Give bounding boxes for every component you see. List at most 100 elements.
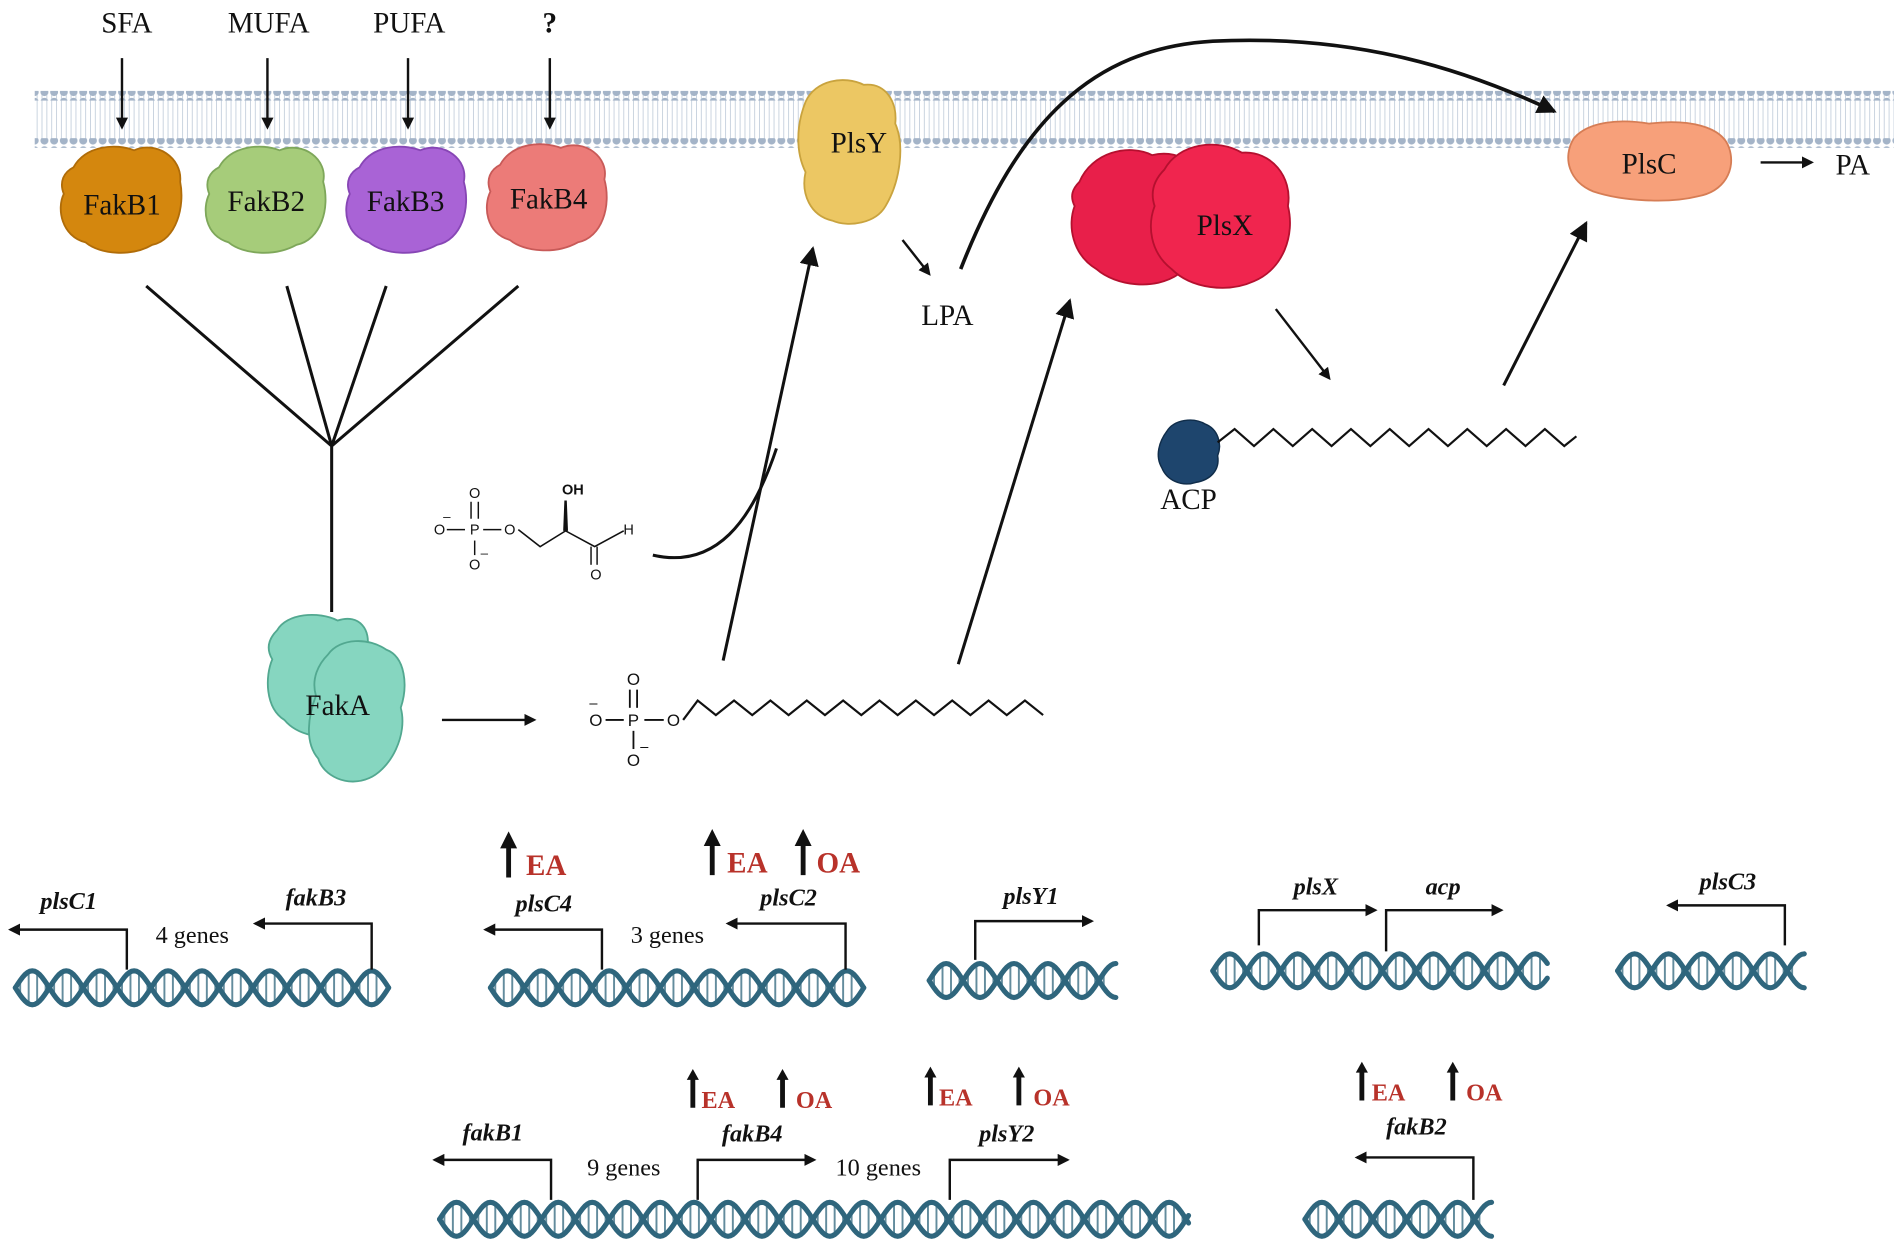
gene-plsc1-label: plsC1 [38,888,97,915]
acyl-phosphate-o-minus-left: O [589,711,602,730]
gene-map [12,951,1807,1239]
fakb1-label: FakB1 [83,190,161,222]
cell-membrane [34,90,1894,148]
plsc4-ea-label: EA [526,850,566,882]
fakb4-oa-label: OA [796,1087,833,1114]
plsy2-ea-label: EA [939,1084,973,1111]
plsx-label: PlsX [1197,210,1254,242]
fakb4-label: FakB4 [510,183,588,215]
fakb4-ea-up-arrow [686,1068,699,1108]
acyl-phosphate-o-bottom: O [627,751,640,770]
fakb2-label: FakB2 [227,186,305,218]
fatty-acid-inputs: SFA MUFA PUFA ? [101,8,558,130]
faka-label: FakA [305,690,370,722]
acyl-acp-to-plsc-arrow [1502,220,1588,387]
operon-plsx-acp: plsX acp [1257,873,1504,952]
operon-plsy1: plsY1 [974,883,1095,960]
fakb-to-faka-connector [145,284,520,613]
dna-plsc4-plsc2 [487,968,867,1008]
acyl-phosphate-p: P [628,711,639,730]
fakb2-oa-up-arrow [1446,1061,1459,1101]
g3p-charge-bottom: – [481,546,489,561]
acyl-phosphate-to-plsx-arrow [956,298,1075,665]
gene-plsc2-label: plsC2 [758,884,817,911]
gene-fakb4-label: fakB4 [722,1121,783,1148]
gene-plsy2-arrow [948,1153,1070,1200]
acyl-phosphate-o-top: O [627,670,640,689]
g3p-stereo-wedge [563,500,569,531]
glycerol-phosphate-structure: O – P O O – O OH O H [434,482,634,583]
gene-fakb4-arrow [696,1153,817,1200]
nine-genes-label: 9 genes [587,1155,660,1182]
pa-label: PA [1835,150,1870,182]
gene-plsx-arrow [1257,904,1378,946]
gene-fakb2-arrow [1354,1151,1475,1200]
g3p-o-ester: O [504,522,515,538]
fakb1-protein: FakB1 [59,145,183,254]
ten-genes-label: 10 genes [836,1155,921,1182]
g3p-p: P [470,522,480,538]
plsy-to-lpa-arrow [901,239,931,276]
dna-fakb2 [1302,1199,1495,1239]
pufa-label: PUFA [373,8,445,40]
g3p-charge-left: – [443,509,451,524]
plsy-blob [797,79,902,225]
g3p-o-aldehyde: O [590,567,601,583]
acyl-phosphate-structure: O – P O O – O [589,670,1044,770]
unknown-fatty-acid-label: ? [543,8,558,40]
dna-plsc1-fakb3 [12,968,392,1008]
operon-plsc4-plsc2: EA plsC4 EA OA plsC2 3 genes [483,829,860,970]
dna-plsy1 [926,960,1119,1001]
operon-plsc1-fakb3: plsC1 fakB3 4 genes [8,884,373,970]
g3p-to-plsy-curve [652,447,778,560]
fakb1-blob [59,145,183,254]
plsc2-ea-up-arrow [703,829,721,876]
fakb4-ea-label: EA [701,1087,735,1114]
plsc4-ea-up-arrow [500,831,518,878]
four-genes-label: 4 genes [156,922,229,949]
g3p-o-top: O [469,486,480,502]
acp-label: ACP [1160,484,1217,516]
gene-plsx-label: plsX [1292,873,1339,900]
fakb2-oa-label: OA [1466,1079,1503,1106]
gene-fakb3-arrow [252,917,373,970]
acyl-phosphate-o-ester: O [667,711,680,730]
fakb3-blob [345,145,468,254]
gene-plsy1-label: plsY1 [1001,883,1058,910]
acyl-phosphate-to-plsy-arrow [721,246,819,661]
fakb2-ea-up-arrow [1355,1061,1368,1101]
fakb3-label: FakB3 [367,186,445,218]
g3p-h: H [623,522,634,538]
plsy-protein: PlsY [797,79,902,225]
dna-fakb1-fakb4-plsy2 [436,1199,1192,1239]
gene-fakb2-label: fakB2 [1386,1113,1447,1140]
operon-fakb2: EA OA fakB2 [1354,1061,1503,1200]
gene-plsy1-arrow [974,915,1095,960]
plsy2-oa-up-arrow [1012,1066,1025,1106]
lpa-label: LPA [921,300,973,332]
gene-plsc1-arrow [8,923,129,970]
g3p-oh: OH [562,482,584,498]
lpa-to-plsc-arrow [959,38,1557,270]
fakb4-oa-up-arrow [776,1068,789,1108]
acp-blob [1157,419,1221,485]
fakb4-blob [485,143,608,252]
fakb2-blob [204,145,327,254]
operon-fakb1-fakb4-plsy2: fakB1 9 genes EA OA fakB4 10 genes EA OA… [432,1066,1070,1200]
plsy2-oa-label: OA [1033,1084,1070,1111]
gene-acp-label: acp [1426,873,1461,900]
acyl-phosphate-charge-left: – [589,696,598,712]
plsx-protein: PlsX [1070,143,1291,289]
plsc-blob [1567,120,1733,202]
gene-plsc4-label: plsC4 [513,890,572,917]
operon-plsc3: plsC3 [1666,869,1787,946]
faka-blob-front [308,640,406,783]
g3p-o-bottom: O [469,558,480,574]
acyl-phosphate-chain [682,698,1044,721]
dna-plsc3 [1615,951,1807,991]
gene-fakb1-arrow [432,1153,553,1200]
fakb4-protein: FakB4 [485,143,608,252]
fakb2-protein: FakB2 [204,145,327,254]
gene-fakb1-label: fakB1 [463,1119,524,1146]
